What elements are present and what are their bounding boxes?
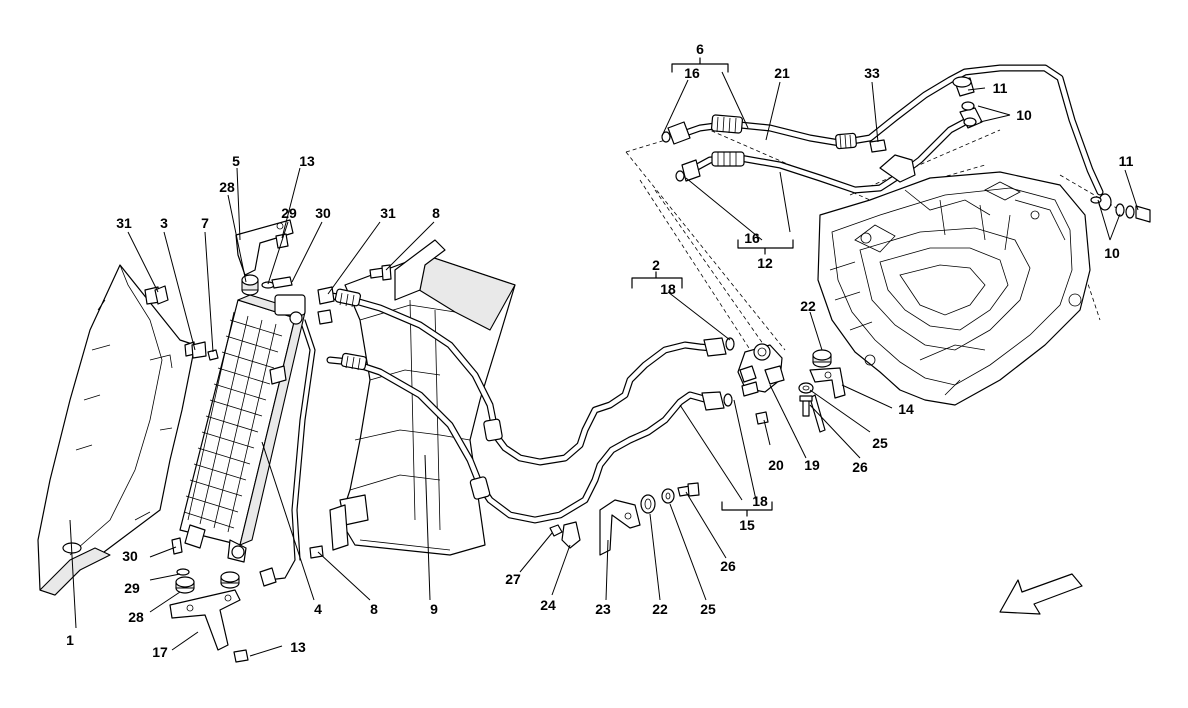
hose-15 — [476, 391, 733, 524]
callout-22-right: 22 — [800, 298, 816, 314]
callout-13-bottom: 13 — [290, 639, 306, 655]
callout-23: 23 — [595, 601, 611, 617]
callout-17: 17 — [152, 644, 168, 660]
callout-labels: 1 2 3 4 5 6 7 8 8 9 10 10 11 11 12 13 13… — [66, 41, 1134, 660]
callout-4: 4 — [314, 601, 322, 617]
nut-27 — [549, 524, 563, 537]
callout-6: 6 — [696, 41, 704, 57]
bracket-14 — [809, 367, 846, 433]
callout-14: 14 — [898, 401, 914, 417]
bolt-31-top — [154, 285, 169, 305]
callout-1: 1 — [66, 632, 74, 648]
bolt-13-bottom — [233, 649, 249, 663]
bolt-30-top — [271, 276, 293, 289]
vent-line — [259, 319, 316, 587]
callout-10-top: 10 — [1016, 107, 1032, 123]
callout-24: 24 — [540, 597, 556, 613]
brace-12 — [737, 239, 794, 255]
clip-24 — [561, 521, 581, 549]
washer-29-bottom — [176, 568, 190, 576]
callout-3: 3 — [160, 215, 168, 231]
bolt-33 — [869, 139, 887, 153]
callout-33: 33 — [864, 65, 880, 81]
callout-30-top: 30 — [315, 205, 331, 221]
callout-10-right: 10 — [1104, 245, 1120, 261]
grommet-22-lower — [640, 494, 656, 514]
direction-arrow — [999, 573, 1083, 615]
bolt-8-lower — [309, 545, 324, 559]
callout-5: 5 — [232, 153, 240, 169]
callout-21: 21 — [774, 65, 790, 81]
callout-29-top: 29 — [281, 205, 297, 221]
callout-16-top: 16 — [684, 65, 700, 81]
bracket-23 — [599, 499, 641, 556]
callout-31-left: 31 — [116, 215, 132, 231]
grommet-22-right — [812, 349, 832, 368]
hose-2 — [486, 337, 735, 466]
grommet-28-top — [241, 274, 259, 296]
clip-pipe-top — [317, 309, 333, 325]
callout-2: 2 — [652, 257, 660, 273]
washer-25-lower — [661, 488, 675, 504]
callout-12: 12 — [757, 255, 773, 271]
valve-19 — [737, 343, 785, 397]
callout-25-lower: 25 — [700, 601, 716, 617]
callout-28-bottom: 28 — [128, 609, 144, 625]
callout-29-bottom: 29 — [124, 580, 140, 596]
bolt-26-right — [799, 395, 813, 417]
callout-11-right: 11 — [1119, 153, 1134, 169]
callout-26-right: 26 — [852, 459, 868, 475]
bolt-30-bottom — [171, 537, 183, 555]
bolt-20 — [755, 411, 769, 425]
cover-panel-1 — [37, 264, 196, 596]
callout-25-right: 25 — [872, 435, 888, 451]
callout-31-middle: 31 — [380, 205, 396, 221]
bolt-26-lower — [677, 482, 700, 497]
callout-7: 7 — [201, 215, 209, 231]
pipe-12-lower — [675, 107, 983, 194]
bracket-17 — [169, 589, 241, 651]
pipe-6-upper — [661, 64, 1104, 196]
callout-30-bottom: 30 — [122, 548, 138, 564]
callout-15: 15 — [739, 517, 755, 533]
grommet-28-bottom-left — [175, 576, 195, 594]
pipe-31-lower — [326, 352, 491, 500]
callout-8-top: 8 — [432, 205, 440, 221]
brace-2 — [631, 271, 683, 289]
clip-3 — [191, 341, 207, 359]
callout-18-top: 18 — [660, 281, 676, 297]
callout-13-top: 13 — [299, 153, 315, 169]
callout-27: 27 — [505, 571, 521, 587]
callout-18-bottom: 18 — [752, 493, 768, 509]
bracket-5 — [235, 219, 294, 276]
grommet-28-bottom-right — [220, 571, 240, 589]
callout-28-top: 28 — [219, 179, 235, 195]
callout-19: 19 — [804, 457, 820, 473]
callout-20: 20 — [768, 457, 784, 473]
callout-22-lower: 22 — [652, 601, 668, 617]
fitting-11-right — [1090, 193, 1151, 223]
transmission-housing — [817, 171, 1091, 406]
bolt-8-top — [369, 264, 392, 281]
leader-lines — [69, 71, 1139, 657]
callout-11-top: 11 — [993, 80, 1008, 96]
brace-15 — [721, 501, 773, 517]
oil-cooler-4 — [179, 294, 306, 563]
brace-6 — [671, 57, 729, 73]
callout-26-lower: 26 — [720, 558, 736, 574]
washer-25-right — [798, 382, 814, 394]
callout-8-lower: 8 — [370, 601, 378, 617]
callout-16-bottom: 16 — [744, 230, 760, 246]
callout-9: 9 — [430, 601, 438, 617]
fitting-11-top — [952, 76, 977, 127]
